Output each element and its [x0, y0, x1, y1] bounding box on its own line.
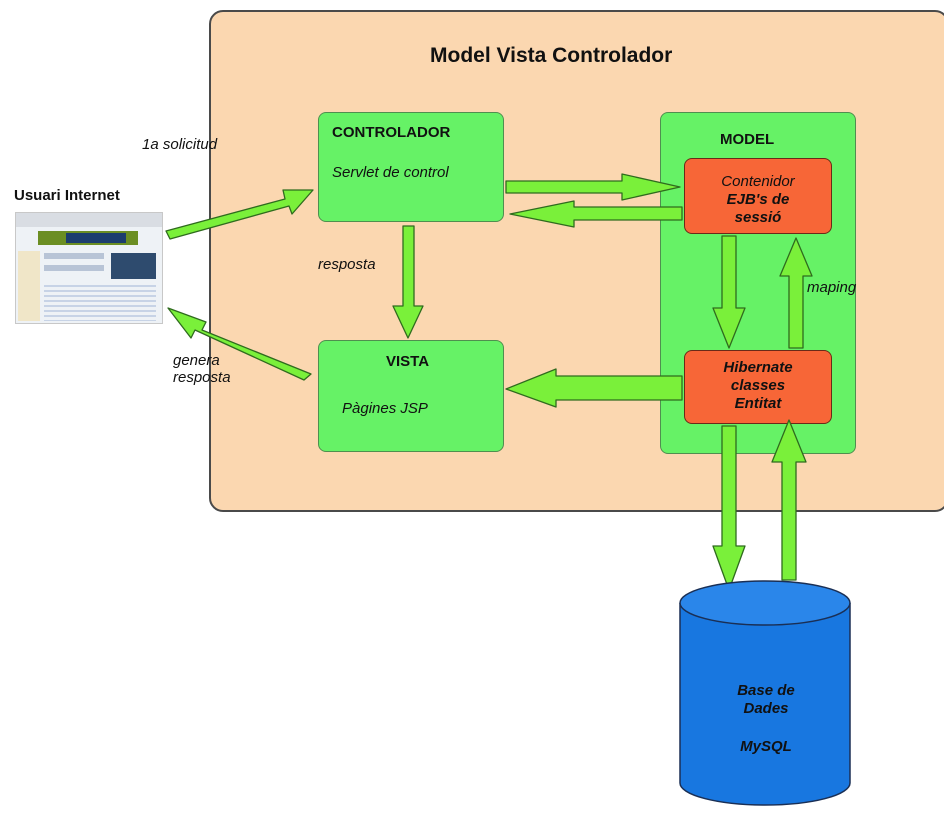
controller-box	[318, 112, 504, 222]
hibernate-line1: Hibernate	[723, 359, 793, 376]
diagram-title: Model Vista Controlador	[430, 44, 673, 67]
label-generate-line1: genera	[173, 352, 220, 369]
ejb-line3: sessió	[734, 209, 782, 226]
label-generate-line2: resposta	[173, 369, 231, 386]
hibernate-entity-box: Hibernate classes Entitat	[684, 350, 832, 424]
arrow-controller-to-ejb	[505, 173, 681, 201]
view-title: VISTA	[386, 353, 430, 370]
arrow-hibernate-to-db	[712, 425, 746, 591]
controller-title: CONTROLADOR	[332, 124, 451, 141]
user-label: Usuari Internet	[14, 187, 120, 204]
ejb-session-box: Contenidor EJB's de sessió	[684, 158, 832, 234]
database-line1: Base de	[737, 682, 795, 699]
ejb-line1: Contenidor	[721, 173, 795, 190]
database-line2: Dades	[743, 700, 789, 717]
label-generate-response: genera resposta	[173, 352, 231, 386]
ejb-line2: EJB's de	[726, 191, 790, 208]
arrow-ejb-to-controller	[509, 200, 683, 228]
label-request: 1a solicitud	[142, 136, 218, 153]
hibernate-line2: classes	[730, 377, 786, 394]
arrow-ejb-to-hibernate	[712, 235, 746, 349]
view-subtitle: Pàgines JSP	[342, 400, 428, 417]
hibernate-line3: Entitat	[734, 395, 782, 412]
arrow-response	[392, 225, 424, 339]
arrow-mapping	[779, 237, 813, 349]
arrow-generate-response	[167, 307, 312, 381]
controller-subtitle: Servlet de control	[332, 164, 449, 181]
browser-screenshot-icon	[15, 212, 163, 324]
database-label: Base de Dades	[704, 682, 828, 718]
arrow-hibernate-to-view	[505, 368, 683, 408]
model-title: MODEL	[720, 131, 775, 148]
arrow-db-to-hibernate	[771, 419, 807, 581]
view-box	[318, 340, 504, 452]
arrow-request	[165, 189, 314, 240]
database-cylinder-icon	[679, 580, 851, 806]
label-mapping: maping	[807, 279, 857, 296]
label-response: resposta	[318, 256, 376, 273]
database-engine: MySQL	[740, 738, 792, 755]
